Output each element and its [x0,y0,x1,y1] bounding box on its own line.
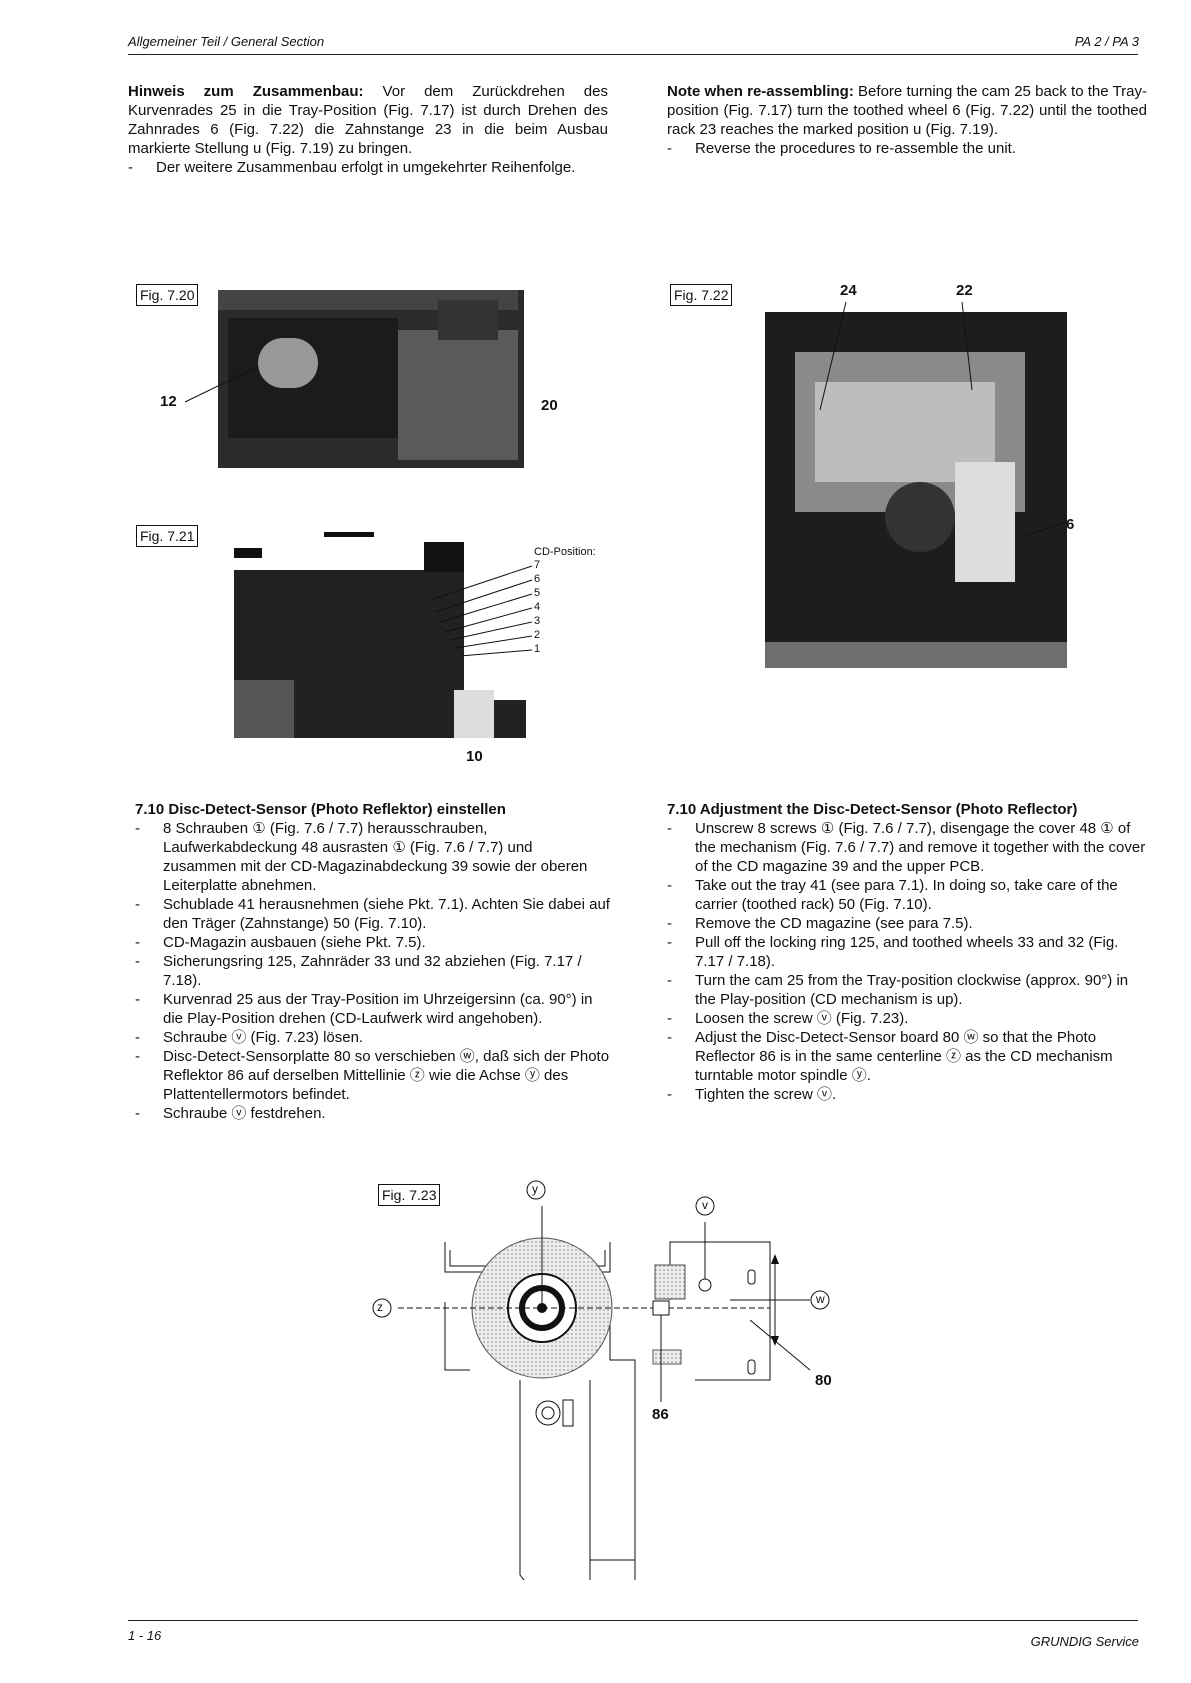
en-item: -Turn the cam 25 from the Tray-position … [667,972,1129,1008]
footer-brand: GRUNDIG Service [1030,1634,1139,1649]
de-item: -Kurvenrad 25 aus der Tray-Position im U… [135,991,593,1027]
fig-7-20-leader [184,367,256,403]
fig-7-22-callout-24: 24 [840,282,857,299]
fig-7-22-callout-22: 22 [956,282,973,299]
de-top-text: Vor dem Zurückdrehen des Kurvenrades 25 … [128,83,608,157]
fig-7-20-callout-20: 20 [541,397,558,414]
en-item: -Tighten the screw ⓥ. [667,1086,837,1103]
header-right: PA 2 / PA 3 [1074,34,1139,49]
fig-7-21-pos-4: 4 [534,601,541,613]
de-item: -Sicherungsring 125, Zahnräder 33 und 32… [135,953,582,989]
fig-7-20-callout-12: 12 [160,393,177,410]
en-top-label: Note when re-assembling: [667,83,854,100]
en-item: -Take out the tray 41 (see para 7.1). In… [667,877,1118,913]
de-item: -Disc-Detect-Sensorplatte 80 so verschie… [135,1048,610,1103]
en-top-note: Note when re-assembling: Before turning … [667,83,1148,157]
header-rule [128,54,1138,55]
de-item: -8 Schrauben ① (Fig. 7.6 / 7.7) heraussc… [135,820,588,894]
en-section: 7.10 Adjustment the Disc-Detect-Sensor (… [667,800,1147,1104]
fig-7-20-label: Fig. 7.20 [136,284,199,306]
fig-7-22-leaders [819,301,1067,537]
en-item: -Remove the CD magazine (see para 7.5). [667,915,973,932]
en-item: -Unscrew 8 screws ① (Fig. 7.6 / 7.7), di… [667,820,1146,875]
de-item: -Schraube ⓥ festdrehen. [135,1105,326,1122]
fig-7-21-label: Fig. 7.21 [136,525,199,547]
en-top-text: Before turning the cam 25 back to the Tr… [667,83,1148,138]
fig-7-21-callout-10: 10 [466,748,483,765]
fig-7-22-photo [765,312,1067,668]
fig-7-22-label: Fig. 7.22 [670,284,733,306]
fig-7-20-photo [218,290,524,468]
fig-7-23-diagram [372,1180,830,1580]
fig-7-23-callout-80: 80 [815,1372,832,1389]
fig-7-23-z-label: z [377,1300,383,1314]
de-section-title: 7.10 Disc-Detect-Sensor (Photo Reflektor… [135,801,506,818]
de-item: -Schublade 41 herausnehmen (siehe Pkt. 7… [135,896,610,932]
fig-7-23-callout-86: 86 [652,1406,669,1423]
en-item: -Adjust the Disc-Detect-Sensor board 80 … [667,1029,1113,1084]
de-item: -Schraube ⓥ (Fig. 7.23) lösen. [135,1029,364,1046]
fig-7-21-pos-5: 5 [534,587,541,599]
fig-7-23-y-label: y [532,1182,538,1196]
fig-7-21-leaders [430,565,533,657]
fig-7-21-pos-1: 1 [534,643,541,655]
en-section-title: 7.10 Adjustment the Disc-Detect-Sensor (… [667,801,1078,818]
fig-7-21-pos-3: 3 [534,615,541,627]
en-item: -Pull off the locking ring 125, and toot… [667,934,1119,970]
de-top-item: Der weitere Zusammenbau erfolgt in umgek… [156,159,576,176]
en-item: -Loosen the screw ⓥ (Fig. 7.23). [667,1010,909,1027]
fig-7-21-cd-position-label: CD-Position: [534,546,596,558]
fig-7-21-pos-7: 7 [534,559,541,571]
fig-7-22-callout-6: 6 [1066,516,1075,533]
de-item: -CD-Magazin ausbauen (siehe Pkt. 7.5). [135,934,426,951]
footer-rule [128,1620,1138,1621]
fig-7-21-pos-6: 6 [534,573,541,585]
de-section: 7.10 Disc-Detect-Sensor (Photo Reflektor… [135,800,610,1123]
en-top-item: Reverse the procedures to re-assemble th… [695,140,1016,157]
header-left: Allgemeiner Teil / General Section [128,34,325,49]
fig-7-23-w-label: w [816,1292,825,1306]
de-top-label: Hinweis zum Zusammenbau: [128,83,364,100]
de-top-note: Hinweis zum Zusammenbau: Vor dem Zurückd… [128,83,608,176]
fig-7-23-v-label: v [702,1198,708,1212]
fig-7-21-pos-2: 2 [534,629,541,641]
footer-page-number: 1 - 16 [128,1628,162,1643]
fig-7-23-label: Fig. 7.23 [378,1184,441,1206]
